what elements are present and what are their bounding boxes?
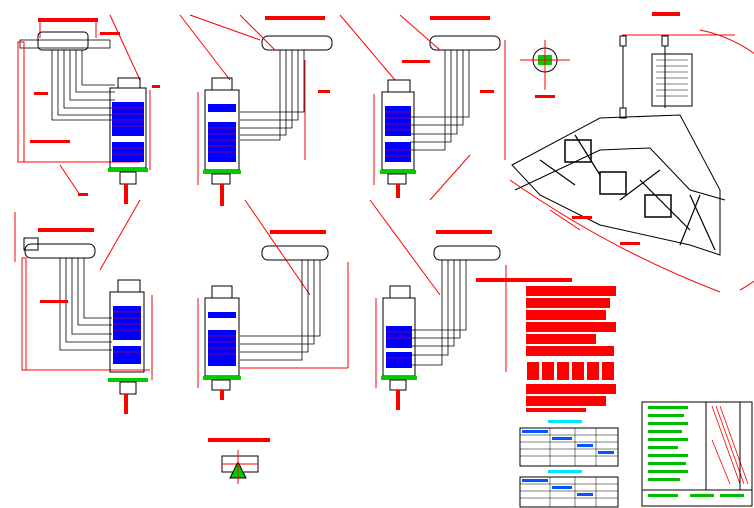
schedule-table-1 — [519, 420, 619, 467]
general-notes — [476, 278, 616, 412]
tower-unit-3 — [339, 14, 506, 201]
foundation-detail — [208, 438, 270, 484]
tower-unit-2 — [179, 14, 333, 206]
tower-unit-5 — [197, 199, 349, 400]
tower-unit-6 — [369, 199, 507, 410]
title-block — [641, 401, 753, 507]
tower-unit-1 — [17, 14, 160, 204]
tower-unit-4 — [14, 199, 153, 414]
schedule-table-2 — [519, 470, 619, 508]
site-plan-view — [509, 12, 754, 293]
